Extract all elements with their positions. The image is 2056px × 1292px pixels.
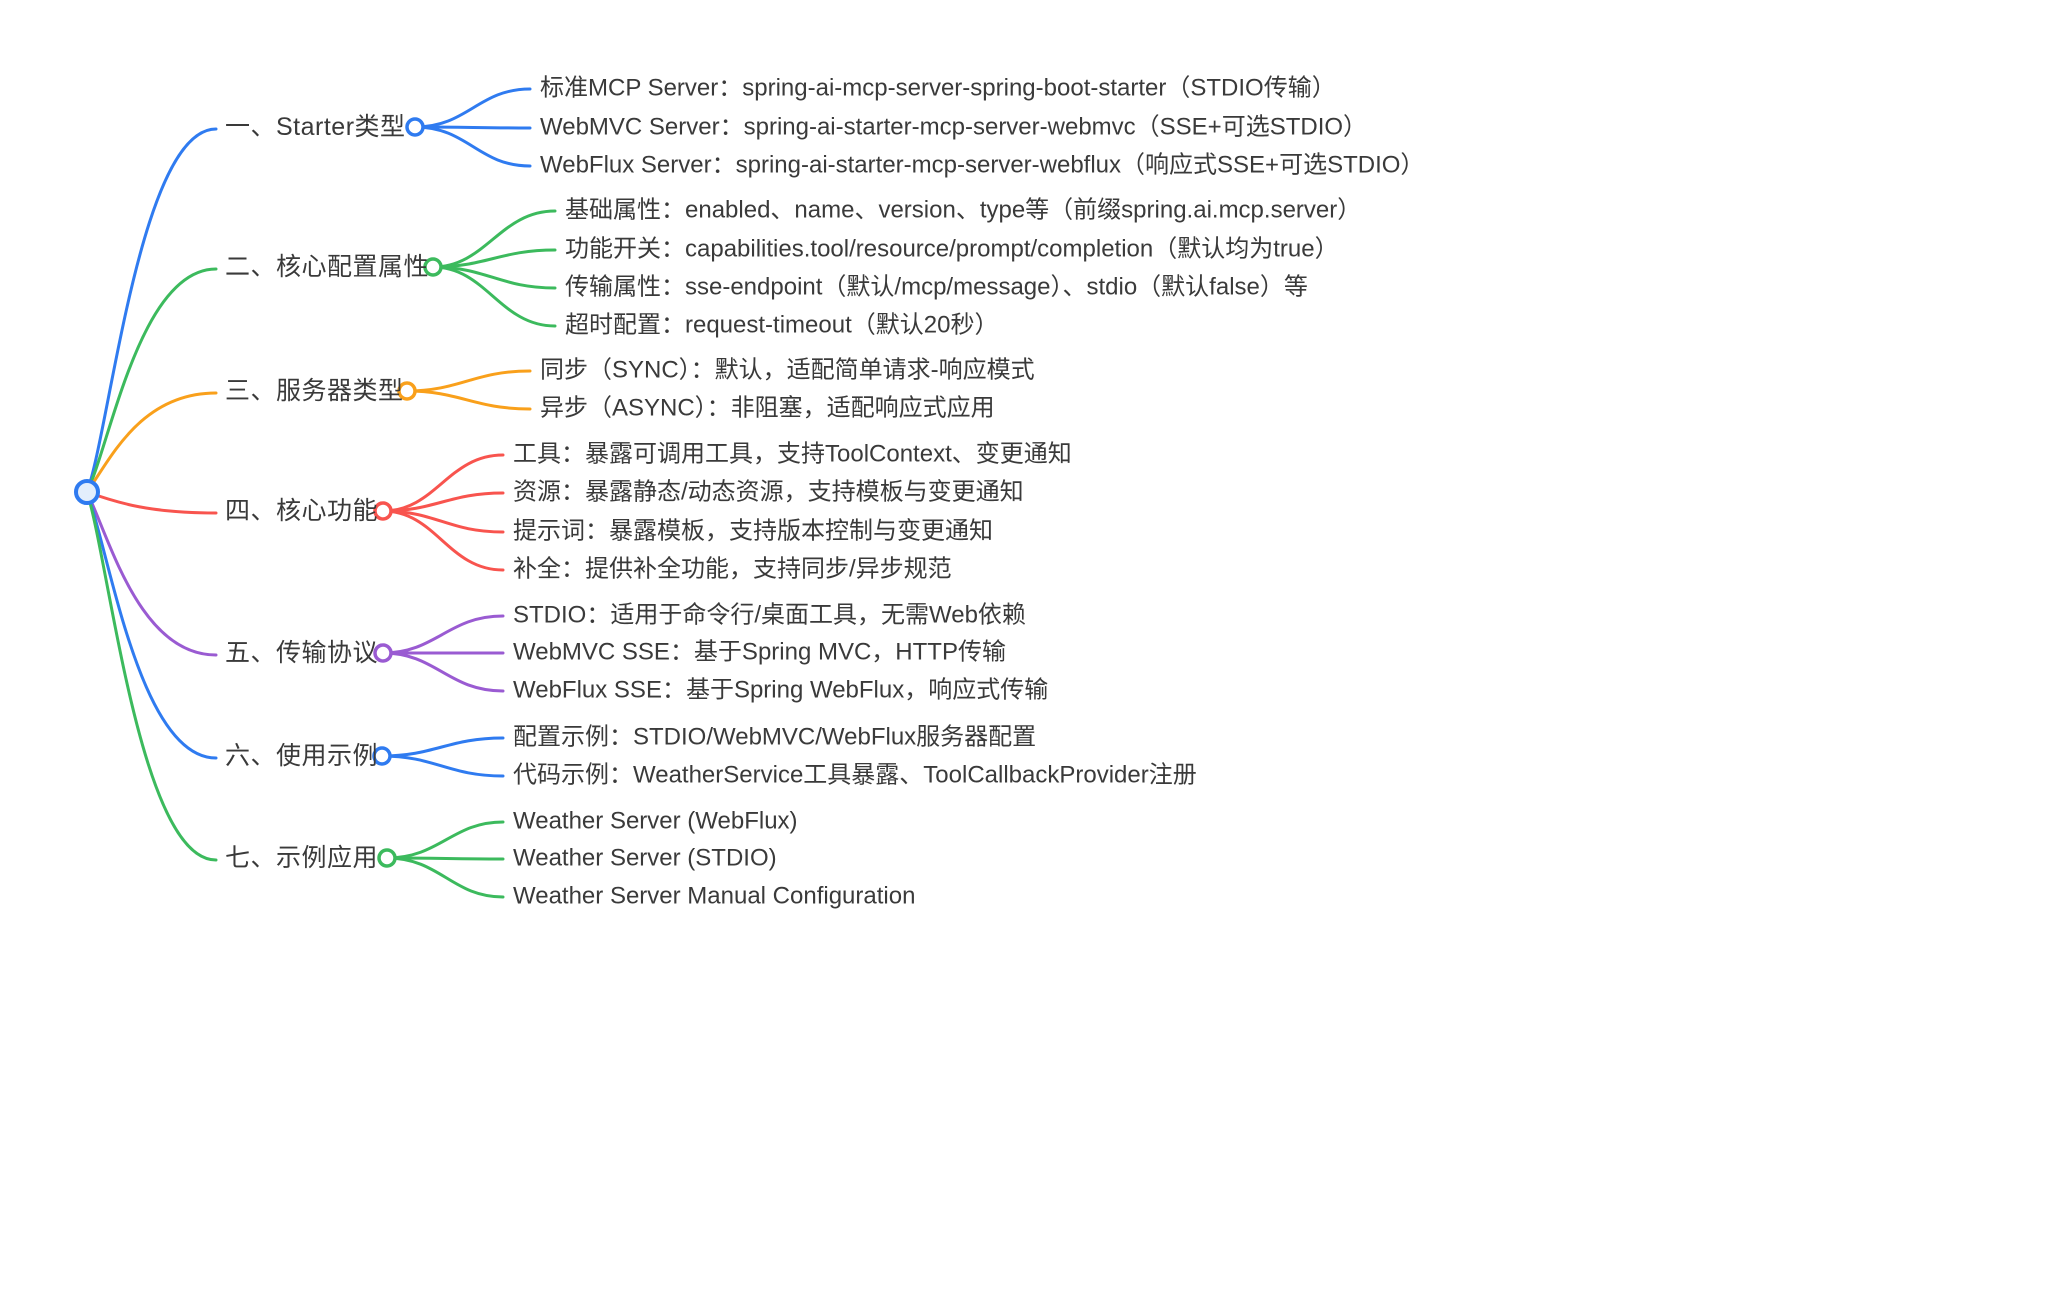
branch-1-node-handle[interactable] bbox=[405, 117, 425, 137]
connector-branch-4-child-1 bbox=[381, 453, 505, 513]
connector-branch-6-child-2 bbox=[380, 754, 505, 778]
subtopic[interactable]: 提示词：暴露模板，支持版本控制与变更通知 bbox=[513, 517, 993, 545]
connector-root-branch-5 bbox=[85, 490, 218, 657]
connector-root-branch-3 bbox=[85, 391, 218, 494]
subtopic[interactable]: WebMVC SSE：基于Spring MVC，HTTP传输 bbox=[513, 638, 1006, 666]
connector-branch-2-child-1 bbox=[431, 209, 557, 269]
branch-topic-core-features[interactable]: 四、核心功能 bbox=[225, 497, 379, 525]
subtopic[interactable]: 功能开关：capabilities.tool/resource/prompt/c… bbox=[565, 235, 1339, 263]
root-node[interactable] bbox=[74, 479, 100, 505]
connector-branch-7-child-3 bbox=[385, 856, 505, 899]
subtopic[interactable]: Weather Server (WebFlux) bbox=[513, 807, 798, 835]
connector-branch-2-child-4 bbox=[431, 265, 557, 328]
subtopic[interactable]: 代码示例：WeatherService工具暴露、ToolCallbackProv… bbox=[513, 761, 1197, 789]
branch-topic-core-config[interactable]: 二、核心配置属性 bbox=[225, 253, 430, 281]
connector-branch-6-child-1 bbox=[380, 736, 505, 758]
subtopic[interactable]: 超时配置：request-timeout（默认20秒） bbox=[565, 311, 999, 339]
branch-topic-usage-examples[interactable]: 六、使用示例 bbox=[225, 742, 379, 770]
subtopic[interactable]: 标准MCP Server：spring-ai-mcp-server-spring… bbox=[540, 74, 1336, 102]
branch-4-node-handle[interactable] bbox=[373, 501, 393, 521]
subtopic[interactable]: 资源：暴露静态/动态资源，支持模板与变更通知 bbox=[513, 478, 1024, 506]
connector-root-branch-6 bbox=[85, 490, 218, 760]
connector-root-branch-7 bbox=[85, 490, 218, 862]
branch-topic-server-types[interactable]: 三、服务器类型 bbox=[225, 377, 404, 405]
subtopic[interactable]: 配置示例：STDIO/WebMVC/WebFlux服务器配置 bbox=[513, 723, 1037, 751]
branch-6-node-handle[interactable] bbox=[372, 746, 392, 766]
connector-branch-1-child-1 bbox=[413, 87, 532, 129]
branch-topic-sample-apps[interactable]: 七、示例应用 bbox=[225, 844, 379, 872]
subtopic[interactable]: 同步（SYNC）：默认，适配简单请求-响应模式 bbox=[540, 356, 1035, 384]
connector-branch-4-child-4 bbox=[381, 509, 505, 572]
subtopic[interactable]: WebFlux Server：spring-ai-starter-mcp-ser… bbox=[540, 151, 1425, 179]
connector-root-branch-1 bbox=[85, 127, 218, 494]
subtopic[interactable]: WebFlux SSE：基于Spring WebFlux，响应式传输 bbox=[513, 676, 1049, 704]
connector-branch-3-child-2 bbox=[405, 389, 532, 411]
subtopic[interactable]: STDIO：适用于命令行/桌面工具，无需Web依赖 bbox=[513, 601, 1026, 629]
connector-branch-5-child-1 bbox=[381, 614, 505, 655]
subtopic[interactable]: 传输属性：sse-endpoint（默认/mcp/message）、stdio（… bbox=[565, 273, 1308, 301]
connector-branch-5-child-3 bbox=[381, 651, 505, 693]
branch-5-node-handle[interactable] bbox=[373, 643, 393, 663]
connector-branch-1-child-3 bbox=[413, 125, 532, 168]
connector-branch-3-child-1 bbox=[405, 369, 532, 393]
subtopic[interactable]: 补全：提供补全功能，支持同步/异步规范 bbox=[513, 555, 952, 583]
branch-7-node-handle[interactable] bbox=[377, 848, 397, 868]
connector-root-branch-4 bbox=[85, 490, 218, 515]
connector-root-branch-2 bbox=[85, 267, 218, 494]
subtopic[interactable]: 基础属性：enabled、name、version、type等（前缀spring… bbox=[565, 196, 1362, 224]
branch-topic-transport[interactable]: 五、传输协议 bbox=[225, 639, 379, 667]
branch-2-node-handle[interactable] bbox=[423, 257, 443, 277]
branch-3-node-handle[interactable] bbox=[397, 381, 417, 401]
connector-branch-7-child-1 bbox=[385, 820, 505, 860]
subtopic[interactable]: Weather Server Manual Configuration bbox=[513, 882, 916, 910]
branch-topic-starter-types[interactable]: 一、Starter类型 bbox=[225, 113, 406, 141]
subtopic[interactable]: WebMVC Server：spring-ai-starter-mcp-serv… bbox=[540, 113, 1368, 141]
subtopic[interactable]: 工具：暴露可调用工具，支持ToolContext、变更通知 bbox=[513, 440, 1072, 468]
subtopic[interactable]: 异步（ASYNC）：非阻塞，适配响应式应用 bbox=[540, 394, 995, 422]
subtopic[interactable]: Weather Server (STDIO) bbox=[513, 844, 777, 872]
